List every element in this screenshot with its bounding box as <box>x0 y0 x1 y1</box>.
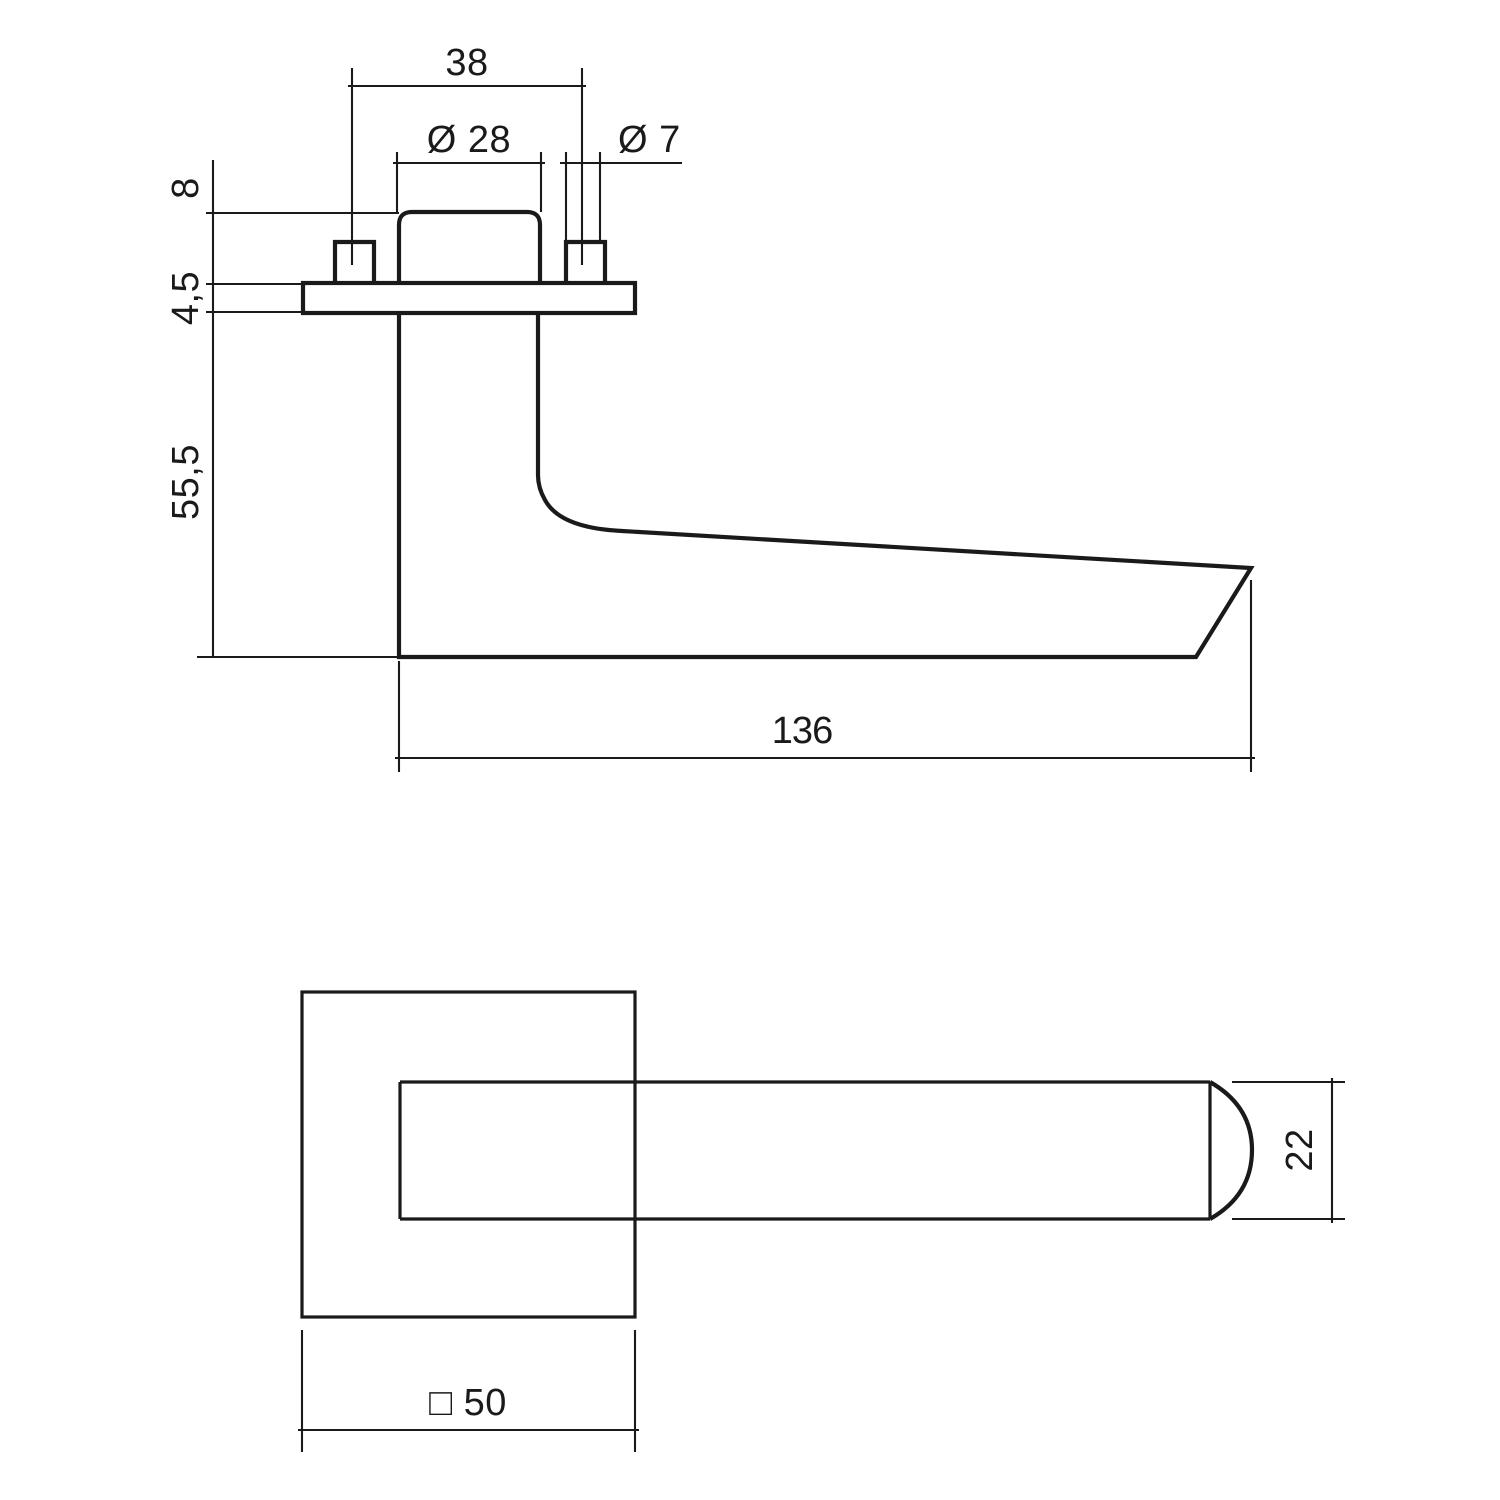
dim-45-label: 4,5 <box>165 271 207 325</box>
dimension-136: 136 <box>395 580 1255 772</box>
right-screw-post <box>563 239 608 283</box>
dimension-22: 22 <box>1232 1078 1345 1223</box>
left-screw-post <box>332 239 377 283</box>
dimension-dia-7: Ø 7 <box>560 119 682 242</box>
side-elevation-view: 38 Ø 28 Ø 7 8 <box>165 42 1255 772</box>
dim-d7-label: Ø 7 <box>618 119 681 161</box>
dimension-4-5: 4,5 <box>165 271 303 325</box>
lever-bar-plan <box>398 1080 1210 1221</box>
dim-8-label: 8 <box>165 177 207 199</box>
plan-view: 22 □ 50 <box>298 990 1345 1452</box>
dimension-38: 38 <box>348 42 586 265</box>
dim-38-label: 38 <box>445 42 488 84</box>
dimension-sq-50: □ 50 <box>298 1330 639 1452</box>
dim-555-label: 55,5 <box>165 444 207 520</box>
rosette-plate-plan <box>300 990 637 1319</box>
dim-22-label: 22 <box>1279 1128 1321 1171</box>
dim-136-label: 136 <box>772 710 832 752</box>
dimension-dia-28: Ø 28 <box>393 119 545 212</box>
dim-d28-label: Ø 28 <box>427 119 511 161</box>
lever-end-cap <box>1208 1080 1255 1221</box>
lever-body-outline <box>396 313 1255 660</box>
spindle-boss-outline <box>396 209 543 283</box>
dimension-55-5: 55,5 <box>165 300 399 659</box>
dim-50-label: □ 50 <box>429 1382 507 1424</box>
rosette-plate-side <box>300 280 638 316</box>
dimension-8: 8 <box>165 160 399 300</box>
